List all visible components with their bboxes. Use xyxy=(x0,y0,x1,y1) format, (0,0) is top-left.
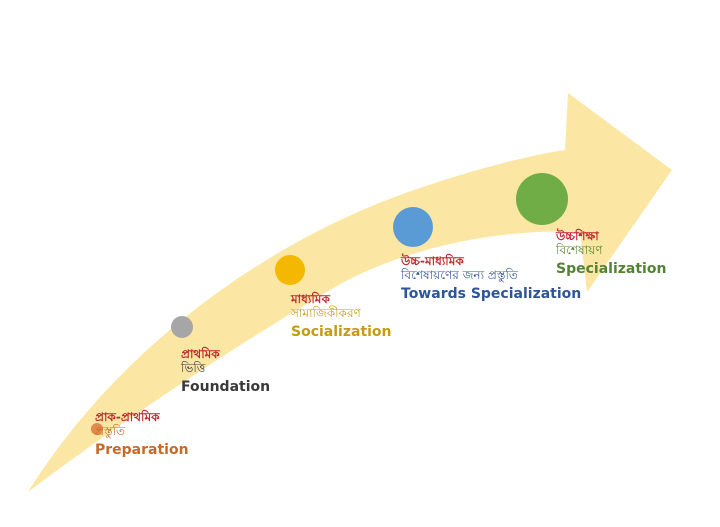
stage-subtitle-bn: বিশেষায়ণ xyxy=(556,243,603,258)
stage-label-higher-secondary: উচ্চ-মাধ্যমিক বিশেষায়ণের জন্য প্রস্তুতি… xyxy=(401,254,581,303)
stage-marker-higher-secondary xyxy=(393,207,433,247)
stage-label-en: Specialization xyxy=(556,260,667,277)
stage-marker-higher-education xyxy=(516,173,568,225)
stage-title-bn: প্রাথমিক xyxy=(181,347,220,361)
stage-title-bn: উচ্চ-মাধ্যমিক xyxy=(401,254,464,268)
stage-title-bn: উচ্চশিক্ষা xyxy=(556,229,599,243)
stage-subtitle-bn: প্রস্তুতি xyxy=(95,424,126,439)
stage-label-en: Towards Specialization xyxy=(401,285,582,302)
stage-label-pre-primary: প্রাক-প্রাথমিক প্রস্তুতি Preparation xyxy=(95,410,189,459)
stage-subtitle-bn: সামাজিকীকরণ xyxy=(291,306,361,321)
stage-label-primary: প্রাথমিক ভিত্তি Foundation xyxy=(181,347,270,396)
stage-label-en: Socialization xyxy=(291,323,392,340)
growth-arrow-shape xyxy=(28,93,672,492)
stage-label-en: Preparation xyxy=(95,441,189,458)
stage-subtitle-bn: ভিত্তি xyxy=(181,361,206,376)
stage-marker-primary xyxy=(171,316,193,338)
stage-marker-secondary xyxy=(275,255,305,285)
stage-label-en: Foundation xyxy=(181,378,271,395)
stage-marker-pre-primary xyxy=(91,423,103,435)
stage-title-bn: প্রাক-প্রাথমিক xyxy=(95,410,160,424)
stage-label-higher-education: উচ্চশিক্ষা বিশেষায়ণ Specialization xyxy=(556,229,666,278)
stage-label-secondary: মাধ্যমিক সামাজিকীকরণ Socialization xyxy=(291,292,392,341)
stage-title-bn: মাধ্যমিক xyxy=(291,292,330,306)
stage-subtitle-bn: বিশেষায়ণের জন্য প্রস্তুতি xyxy=(401,268,518,283)
